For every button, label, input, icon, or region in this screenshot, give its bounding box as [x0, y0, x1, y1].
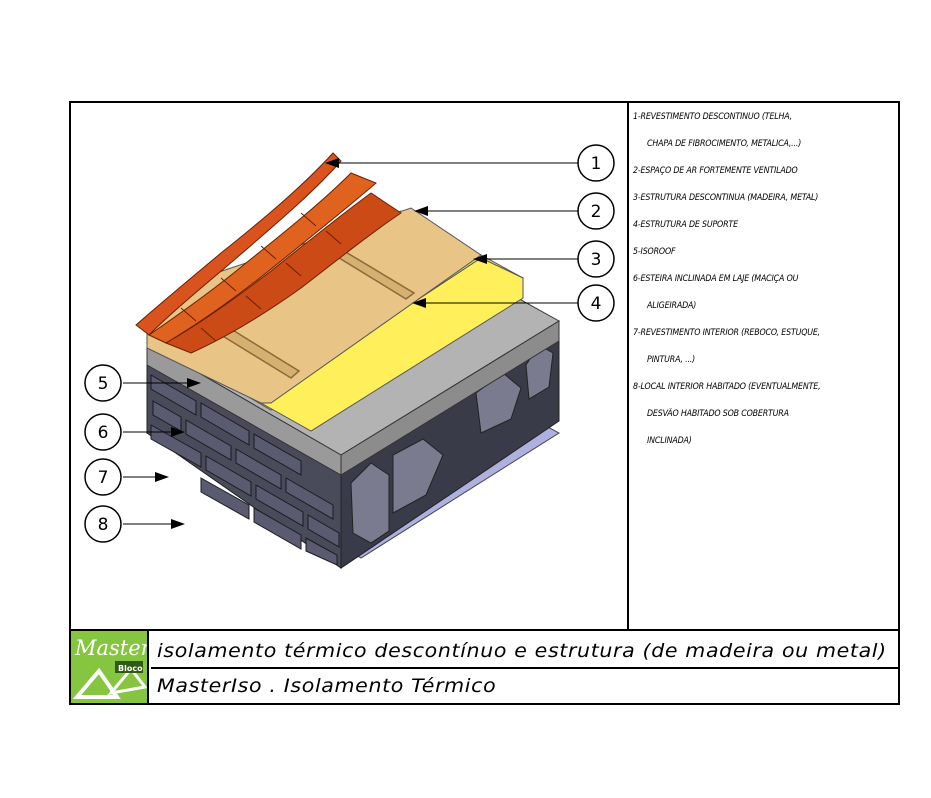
callout-circle-4	[577, 284, 615, 322]
legend-line: DESVÃO HABITADO SOB COBERTURA	[647, 408, 789, 419]
legend-line: 3-ESTRUTURA DESCONTINUA (MADEIRA, METAL)	[633, 192, 819, 203]
callout-circle-7	[84, 458, 122, 496]
callout-number-5: 5	[98, 374, 109, 394]
brick-courses	[150, 374, 340, 566]
callout-leaders	[123, 162, 578, 525]
concrete-slab-side	[340, 320, 560, 476]
legend-line: CHAPA DE FIBROCIMENTO, METALICA,...)	[647, 138, 802, 149]
legend-line: INCLINADA)	[647, 435, 692, 446]
title-sub-row: MasterIso . Isolamento Térmico	[151, 669, 898, 703]
callout-circle-5	[84, 364, 122, 402]
callout-circle-8	[84, 505, 122, 543]
callout-number-1: 1	[591, 154, 602, 174]
legend-line: 1-REVESTIMENTO DESCONTINUO (TELHA,	[633, 111, 792, 122]
callout-arrowheads	[155, 158, 487, 529]
callout-circle-3	[577, 240, 615, 278]
isoroof-strip	[260, 257, 524, 432]
title-block: Master Bloco isolamento térmico descontí…	[71, 629, 898, 703]
callout-circles	[84, 144, 615, 543]
callout-number-2: 2	[591, 202, 602, 222]
legend-line: 5-ISOROOF	[633, 246, 676, 257]
title-main-row: isolamento térmico descontínuo e estrutu…	[151, 631, 898, 669]
drawing-title: isolamento térmico descontínuo e estrutu…	[157, 640, 887, 662]
legend-line: 7-REVESTIMENTO INTERIOR (REBOCO, ESTUQUE…	[633, 327, 821, 338]
callout-number-7: 7	[98, 468, 109, 488]
roof-section-drawing: 1 2 3 4 5 6 7 8	[84, 144, 615, 569]
legend-line: 2-ESPAÇO DE AR FORTEMENTE VENTILADO	[633, 165, 798, 176]
callout-circle-2	[577, 192, 615, 230]
legend-line: PINTURA, ...)	[647, 354, 696, 365]
logo-tag: Bloco	[118, 664, 143, 673]
masterbloco-logo: Master Bloco	[71, 631, 149, 703]
legend-line: ALIGEIRADA)	[647, 300, 697, 311]
callout-number-8: 8	[98, 515, 109, 535]
drawing-subtitle: MasterIso . Isolamento Térmico	[157, 675, 497, 697]
drawing-frame: 1 2 3 4 5 6 7 8 1-REVESTIMENTO DESCONTIN…	[69, 101, 900, 705]
legend-line: 4-ESTRUTURA DE SUPORTE	[633, 219, 738, 230]
legend-line: 6-ESTEIRA INCLINADA EM LAJE (MACIÇA OU	[633, 273, 799, 284]
callout-number-4: 4	[591, 294, 602, 314]
callout-number-6: 6	[98, 423, 109, 443]
legend-line: 8-LOCAL INTERIOR HABITADO (EVENTUALMENTE…	[633, 381, 821, 392]
logo-word: Master	[74, 636, 147, 660]
callout-circle-1	[577, 144, 615, 182]
roof-tiles	[135, 152, 402, 354]
callout-number-3: 3	[591, 250, 602, 270]
callout-circle-6	[84, 413, 122, 451]
legend-panel: 1-REVESTIMENTO DESCONTINUO (TELHA, CHAPA…	[627, 103, 898, 629]
